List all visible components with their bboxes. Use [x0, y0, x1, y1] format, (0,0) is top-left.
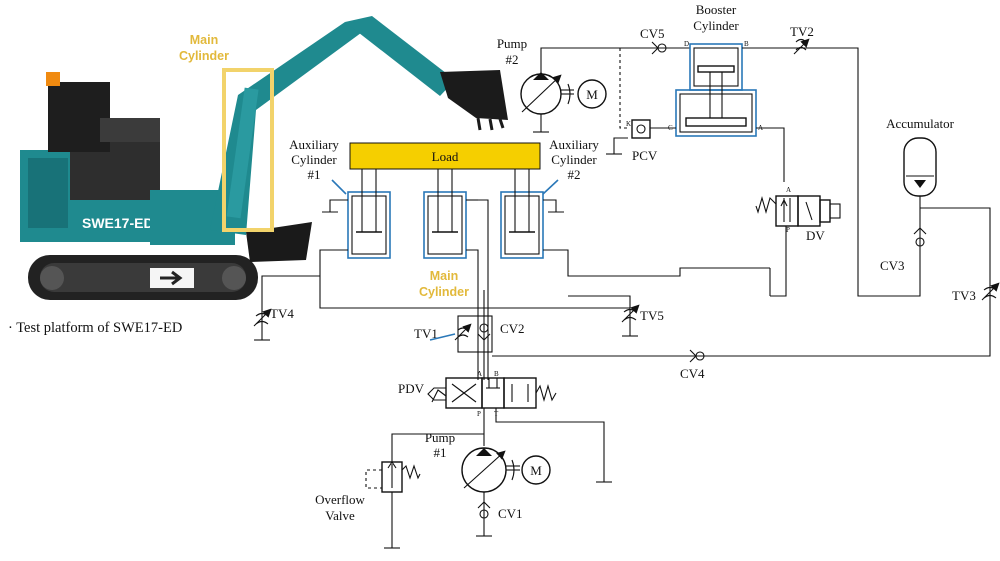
pdv-port-b: B — [494, 370, 499, 378]
excavator-bucket — [440, 70, 508, 120]
cv4-label: CV4 — [680, 366, 705, 381]
excavator-illustration: SWE17-ED — [20, 16, 508, 300]
aux2-label-line3: #2 — [568, 167, 581, 182]
motor-1: M — [521, 455, 551, 485]
main-cylinder-photo-label-line1: Main — [190, 33, 218, 47]
tv5-label: TV5 — [640, 308, 664, 323]
tv1-pointer — [429, 333, 456, 341]
main-cylinder-highlight — [222, 68, 274, 232]
pdv-port-p: P — [477, 410, 481, 418]
auxiliary-cylinder-2 — [500, 169, 544, 259]
pump1-label-line2: #1 — [434, 445, 447, 460]
aux1-pointer — [331, 179, 347, 195]
directional-valve-pdv — [427, 377, 557, 409]
aux2-label-line2: Cylinder — [551, 152, 597, 167]
pump2-label-line1: Pump — [497, 36, 527, 51]
booster-port-b: B — [744, 40, 749, 48]
throttle-valve-tv2 — [793, 38, 810, 55]
throttle-valve-tv1 — [454, 323, 472, 341]
auxiliary-cylinder-1 — [347, 169, 391, 259]
main-cylinder-photo-label-line2: Cylinder — [179, 49, 229, 63]
check-valve-cv1 — [477, 501, 491, 519]
photo-caption: · Test platform of SWE17-ED — [8, 320, 182, 336]
excavator-brand-text: SWE17-ED — [82, 215, 154, 231]
booster-label-line2: Cylinder — [693, 18, 739, 33]
accumulator-label: Accumulator — [886, 116, 955, 131]
pump-1 — [461, 447, 520, 493]
check-valve-cv3 — [913, 227, 927, 247]
load-label: Load — [432, 149, 459, 164]
pcv-label: PCV — [632, 148, 658, 163]
overflow-label-line1: Overflow — [315, 492, 365, 507]
dv-label: DV — [806, 228, 825, 243]
throttle-valve-tv3 — [981, 282, 1000, 301]
directional-valve-dv — [755, 195, 841, 227]
pump-2 — [520, 72, 574, 115]
excavator-boom — [210, 22, 365, 235]
pilot-check-valve-pcv — [606, 119, 651, 155]
dv-port-p: P — [786, 226, 790, 234]
check-valve-cv4 — [689, 349, 705, 363]
excavator-arm — [345, 16, 455, 96]
pdv-label: PDV — [398, 381, 425, 396]
cv2-label: CV2 — [500, 321, 525, 336]
check-valve-cv2 — [477, 323, 491, 341]
pump1-label-line1: Pump — [425, 430, 455, 445]
load-block — [349, 142, 541, 170]
overflow-valve — [365, 461, 421, 549]
aux1-label-line2: Cylinder — [291, 152, 337, 167]
aux2-pointer — [542, 179, 559, 195]
aux1-label-line3: #1 — [308, 167, 321, 182]
cv5-label: CV5 — [640, 26, 665, 41]
cv3-label: CV3 — [880, 258, 905, 273]
overflow-label-line2: Valve — [325, 508, 355, 523]
cv1-label: CV1 — [498, 506, 523, 521]
tank-symbol — [543, 199, 564, 213]
tv1-label: TV1 — [414, 326, 438, 341]
accumulator — [903, 137, 937, 250]
main-cylinder-schematic-label-line2: Cylinder — [419, 285, 469, 299]
pump2-label-line2: #2 — [506, 52, 519, 67]
motor-1-label: M — [530, 463, 542, 478]
check-valve-cv5 — [651, 41, 667, 55]
throttle-valve-tv5 — [621, 304, 640, 323]
pcv-port-k: K — [626, 120, 631, 128]
tv3-label: TV3 — [952, 288, 976, 303]
tv1-cv2-block — [457, 315, 493, 353]
booster-cylinder — [675, 43, 757, 137]
pdv-port-a: A — [477, 370, 482, 378]
throttle-valve-tv4 — [253, 308, 272, 327]
main-cylinder-schematic-label-line1: Main — [430, 269, 458, 283]
aux2-label-line1: Auxiliary — [549, 137, 599, 152]
motor-2: M — [577, 79, 607, 109]
tv2-label: TV2 — [790, 24, 814, 39]
motor-2-label: M — [586, 87, 598, 102]
main-cylinder-schematic — [423, 169, 467, 259]
dv-port-a: A — [786, 186, 791, 194]
booster-port-d: D — [684, 40, 689, 48]
booster-label-line1: Booster — [696, 2, 737, 17]
tv4-label: TV4 — [270, 306, 294, 321]
tank-symbol — [322, 199, 348, 213]
aux1-label-line1: Auxiliary — [289, 137, 339, 152]
